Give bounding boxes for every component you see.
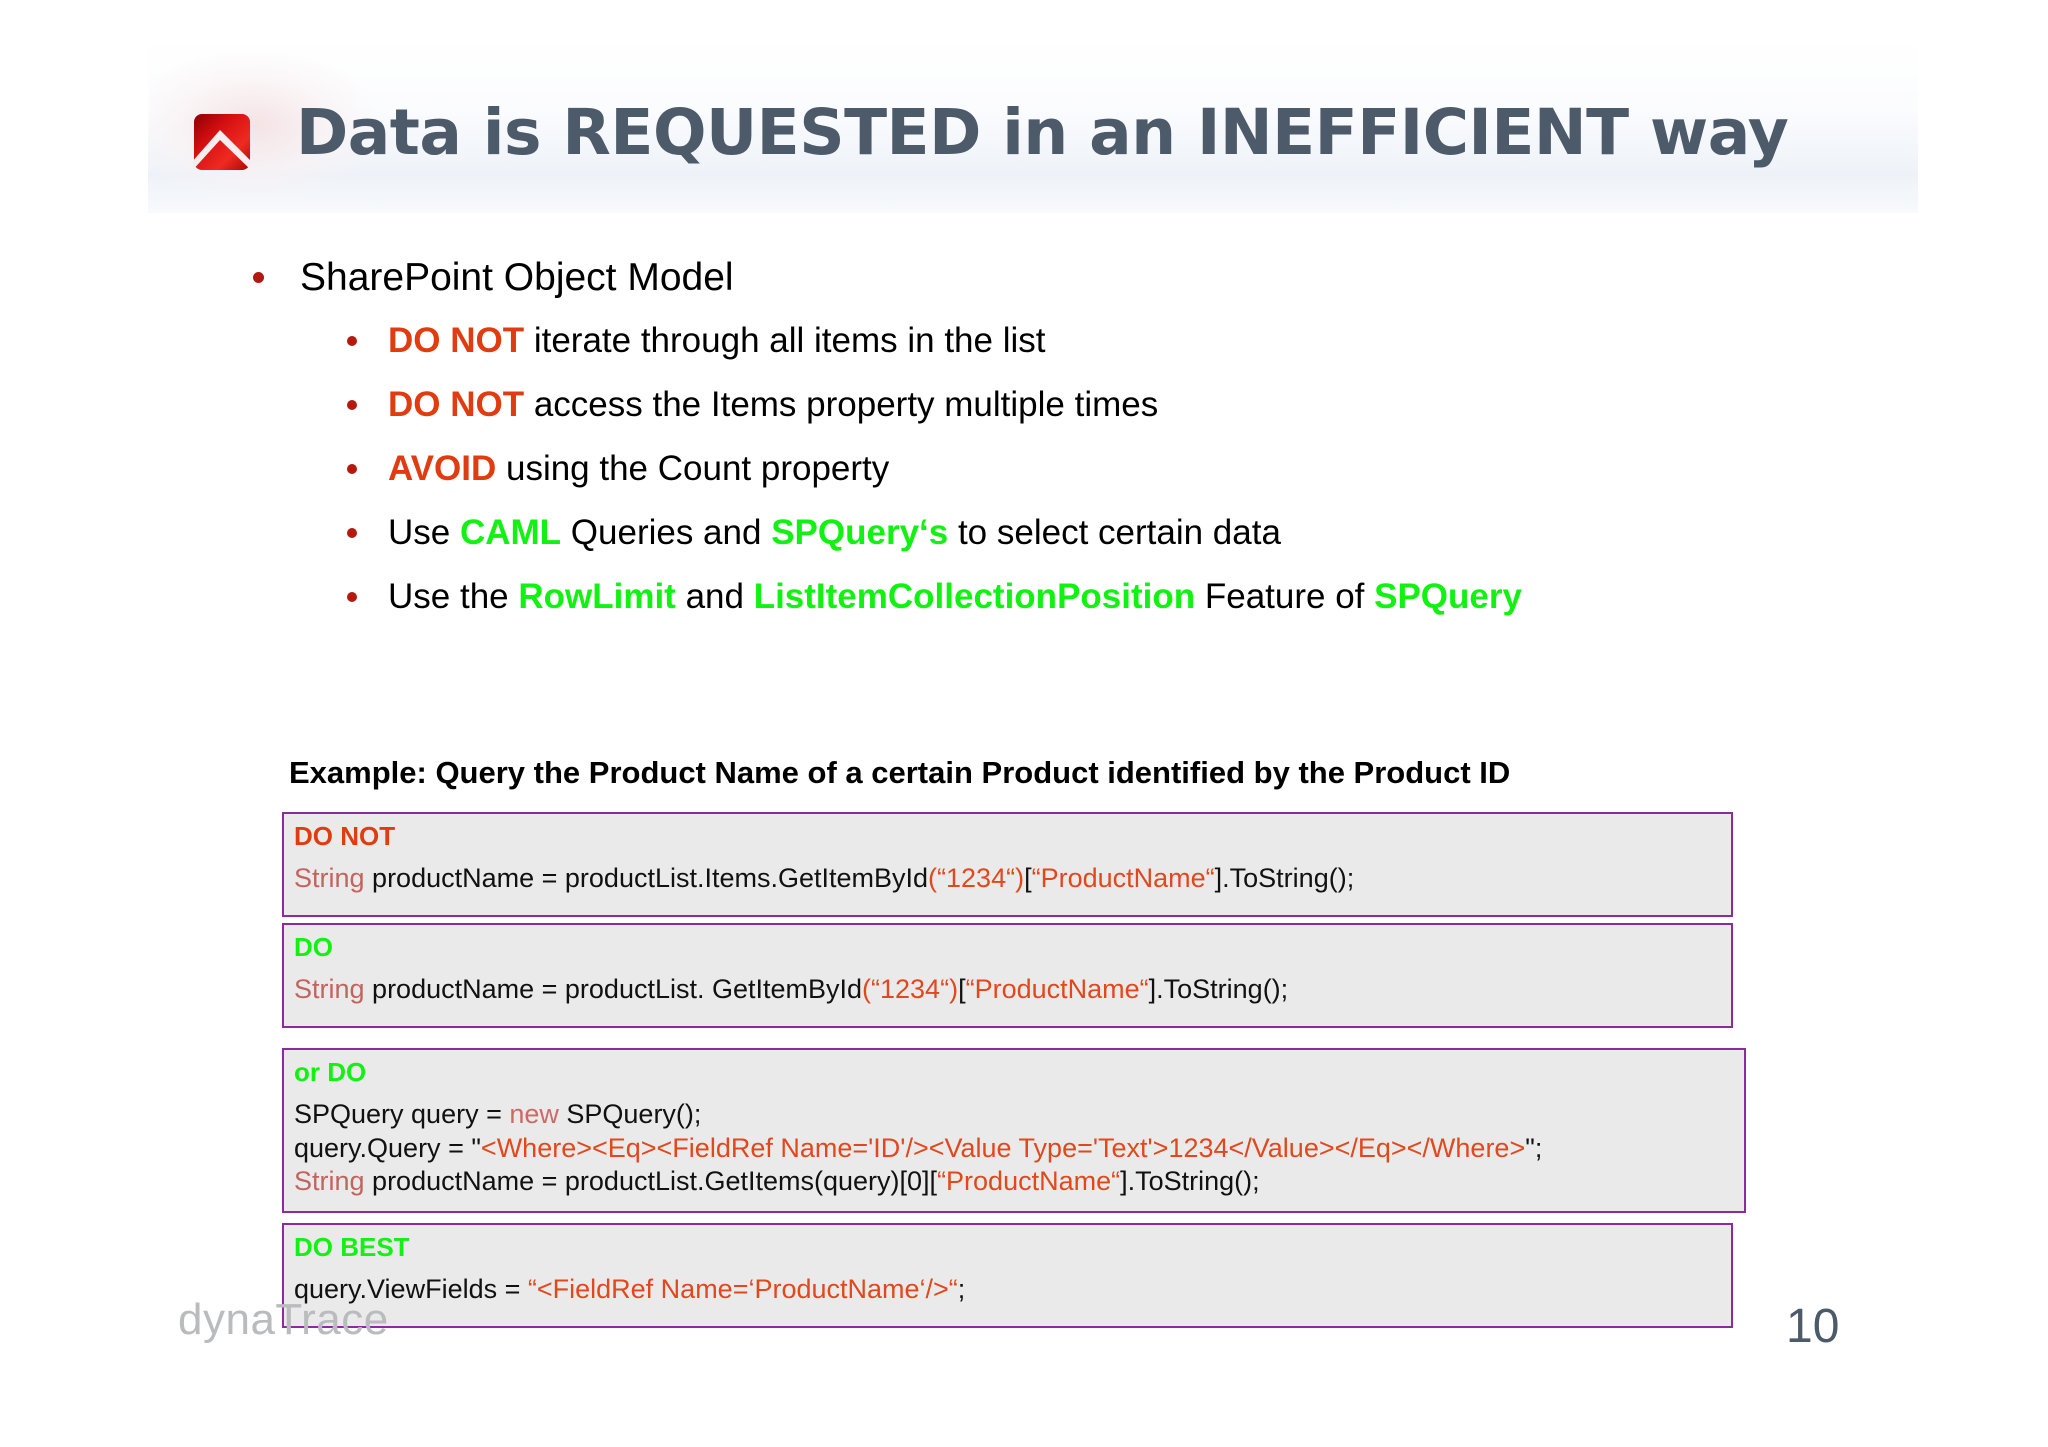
text-segment: DO NOT <box>388 385 525 424</box>
code-block-label: DO NOT <box>294 821 396 851</box>
bullet-item-1: DO NOT iterate through all items in the … <box>0 323 2048 358</box>
code-block-do-not: DO NOT String productName = productList.… <box>282 812 1733 917</box>
slide-header-band <box>148 38 1918 213</box>
bullet-dot-icon <box>347 336 357 346</box>
text-segment: “<FieldRef Name=‘ProductName‘/>“ <box>527 1273 958 1304</box>
text-segment: to select certain data <box>948 513 1281 552</box>
brand-watermark: dynaTrace <box>178 1295 389 1344</box>
text-segment: iterate through all items in the list <box>524 321 1046 360</box>
text-segment: “ProductName“ <box>937 1166 1121 1197</box>
text-segment: productName = productList.Items.GetItemB… <box>364 862 929 893</box>
text-segment: [ <box>1024 862 1032 893</box>
text-segment: query.ViewFields = <box>294 1273 528 1304</box>
example-heading: Example: Query the Product Name of a cer… <box>289 755 1511 790</box>
bullet-item-5-text: Use the RowLimit and ListItemCollectionP… <box>388 577 1522 616</box>
code-block-label: DO BEST <box>294 1232 410 1262</box>
text-segment: RowLimit <box>518 577 676 616</box>
text-segment: ].ToString(); <box>1214 862 1355 893</box>
text-segment: Use <box>388 513 460 552</box>
text-segment: Feature of <box>1195 577 1375 616</box>
text-segment: SPQuery <box>1374 577 1522 616</box>
text-segment: “ProductName“ <box>965 973 1149 1004</box>
code-line: query.Query = "<Where><Eq><FieldRef Name… <box>294 1132 1734 1166</box>
text-segment: (“1234“) <box>862 973 959 1004</box>
page-title-text: Data is REQUESTED in an INEFFICIENT way <box>296 96 1789 169</box>
code-line: String productName = productList.GetItem… <box>294 1165 1734 1199</box>
text-segment: DO NOT <box>388 321 525 360</box>
bullet-item-2-text: DO NOT access the Items property multipl… <box>388 385 1158 424</box>
text-segment: String <box>294 862 365 893</box>
text-segment: "; <box>1525 1132 1543 1163</box>
page-title: Data is REQUESTED in an INEFFICIENT way <box>296 96 1789 169</box>
text-segment: access the Items property multiple times <box>524 385 1159 424</box>
text-segment: String <box>294 1166 365 1197</box>
text-segment: <Where><Eq><FieldRef Name='ID'/><Value T… <box>480 1132 1526 1163</box>
bullet-dot-icon <box>347 528 357 538</box>
text-segment: (“1234“) <box>928 862 1025 893</box>
bullet-dot-icon <box>347 592 357 602</box>
text-segment: new <box>509 1098 559 1129</box>
text-segment: SPQuery‘s <box>771 513 949 552</box>
code-line: SPQuery query = new SPQuery(); <box>294 1098 1734 1132</box>
bullet-item-4-text: Use CAML Queries and SPQuery‘s to select… <box>388 513 1281 552</box>
text-segment: using the Count property <box>496 449 890 488</box>
dynatrace-logo-icon <box>193 113 251 171</box>
code-block-do-best: DO BEST query.ViewFields = “<FieldRef Na… <box>282 1223 1733 1328</box>
bullet-dot-icon <box>347 400 357 410</box>
text-segment: CAML <box>459 513 562 552</box>
text-segment: ].ToString(); <box>1120 1166 1260 1197</box>
code-line: String productName = productList.Items.G… <box>294 862 1721 896</box>
bullet-item-3-text: AVOID using the Count property <box>388 449 889 488</box>
text-segment: Queries and <box>561 513 772 552</box>
text-segment: ListItemCollectionPosition <box>753 577 1196 616</box>
bullet-item-3: AVOID using the Count property <box>0 451 2048 486</box>
text-segment: productName = productList.GetItems(query… <box>364 1166 938 1197</box>
bullet-item-4: Use CAML Queries and SPQuery‘s to select… <box>0 515 2048 550</box>
bullet-level1-sharepoint-object-model: SharePoint Object Model <box>0 258 2048 297</box>
text-segment: ].ToString(); <box>1148 973 1289 1004</box>
text-segment: AVOID <box>388 449 497 488</box>
text-segment: ; <box>957 1273 966 1304</box>
text-segment: String <box>294 973 365 1004</box>
text-segment: SPQuery(); <box>558 1098 702 1129</box>
text-segment: “ProductName“ <box>1031 862 1215 893</box>
code-block-label: or DO <box>294 1057 367 1087</box>
code-block-do: DO String productName = productList. Get… <box>282 923 1733 1028</box>
bullet-dot-icon <box>347 464 357 474</box>
code-block-or-do: or DO SPQuery query = new SPQuery(); que… <box>282 1048 1746 1213</box>
text-segment: and <box>675 577 754 616</box>
bullet-item-1-text: DO NOT iterate through all items in the … <box>388 321 1045 360</box>
text-segment: [ <box>958 973 966 1004</box>
code-block-label: DO <box>294 932 333 962</box>
text-segment: Use the <box>388 577 519 616</box>
text-segment: productName = productList. GetItemById <box>364 973 863 1004</box>
bullet-item-2: DO NOT access the Items property multipl… <box>0 387 2048 422</box>
bullet-item-5: Use the RowLimit and ListItemCollectionP… <box>0 579 2048 614</box>
bullet-level1-label: SharePoint Object Model <box>300 256 734 299</box>
code-line: String productName = productList. GetIte… <box>294 973 1721 1007</box>
bullet-dot-icon <box>253 272 264 283</box>
text-segment: query.Query = " <box>294 1132 481 1163</box>
code-line: query.ViewFields = “<FieldRef Name=‘Prod… <box>294 1273 1721 1307</box>
page-number: 10 <box>1786 1300 1840 1353</box>
bullet-list: SharePoint Object Model DO NOT iterate t… <box>0 258 2048 643</box>
text-segment: SPQuery query = <box>294 1098 510 1129</box>
